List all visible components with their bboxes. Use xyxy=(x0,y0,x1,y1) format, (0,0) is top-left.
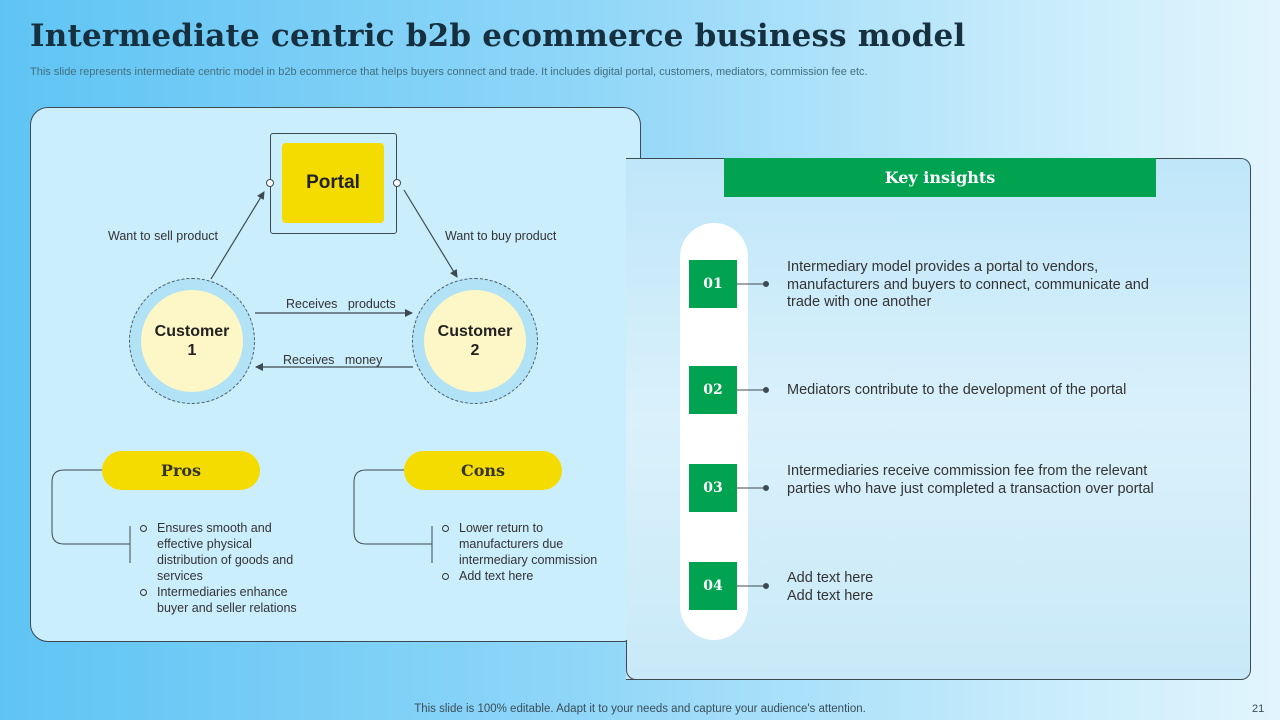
portal-left-connector xyxy=(266,179,274,187)
receives-products-label: Receives products xyxy=(286,297,396,311)
insight-text-02: Mediators contribute to the development … xyxy=(787,382,1127,398)
insight-dot-03 xyxy=(763,485,769,491)
portal-right-connector xyxy=(393,179,401,187)
slide-title: Intermediate centric b2b ecommerce busin… xyxy=(30,18,966,54)
customer2-circle: Customer 2 xyxy=(424,290,526,392)
insight-dot-02 xyxy=(763,387,769,393)
cons-list: Lower return to manufacturers due interm… xyxy=(441,520,616,584)
insight-text-01: Intermediary model provides a portal to … xyxy=(787,259,1149,310)
pros-item: Intermediaries enhance buyer and seller … xyxy=(139,584,314,616)
pros-pill: Pros xyxy=(102,451,260,490)
portal-box: Portal xyxy=(282,143,384,223)
page-number: 21 xyxy=(1252,703,1265,715)
want-to-buy-label: Want to buy product xyxy=(445,229,557,243)
want-to-sell-label: Want to sell product xyxy=(108,229,219,243)
insight-dot-01 xyxy=(763,281,769,287)
insight-text-03: Intermediaries receive commission fee fr… xyxy=(787,463,1154,497)
pros-list: Ensures smooth and effective physical di… xyxy=(139,520,314,616)
cons-bracket xyxy=(353,469,432,545)
footer-note: This slide is 100% editable. Adapt it to… xyxy=(414,703,866,715)
arrow-buy xyxy=(403,189,458,278)
insight-text-04: Add text here Add text here xyxy=(787,570,874,604)
customer1-circle: Customer 1 xyxy=(141,290,243,392)
key-insights-header: Key insights xyxy=(724,158,1156,197)
insight-number-01: 01 xyxy=(689,260,737,308)
insight-number-02: 02 xyxy=(689,366,737,414)
cons-item: Add text here xyxy=(441,568,616,584)
pros-item: Ensures smooth and effective physical di… xyxy=(139,520,314,584)
insight-number-03: 03 xyxy=(689,464,737,512)
pros-bracket xyxy=(51,469,130,545)
receives-money-label: Receives money xyxy=(283,353,383,367)
slide-subtitle: This slide represents intermediate centr… xyxy=(30,66,868,78)
cons-pill: Cons xyxy=(404,451,562,490)
cons-item: Lower return to manufacturers due interm… xyxy=(441,520,616,568)
arrow-sell xyxy=(210,191,265,280)
insight-dot-04 xyxy=(763,583,769,589)
insight-number-04: 04 xyxy=(689,562,737,610)
